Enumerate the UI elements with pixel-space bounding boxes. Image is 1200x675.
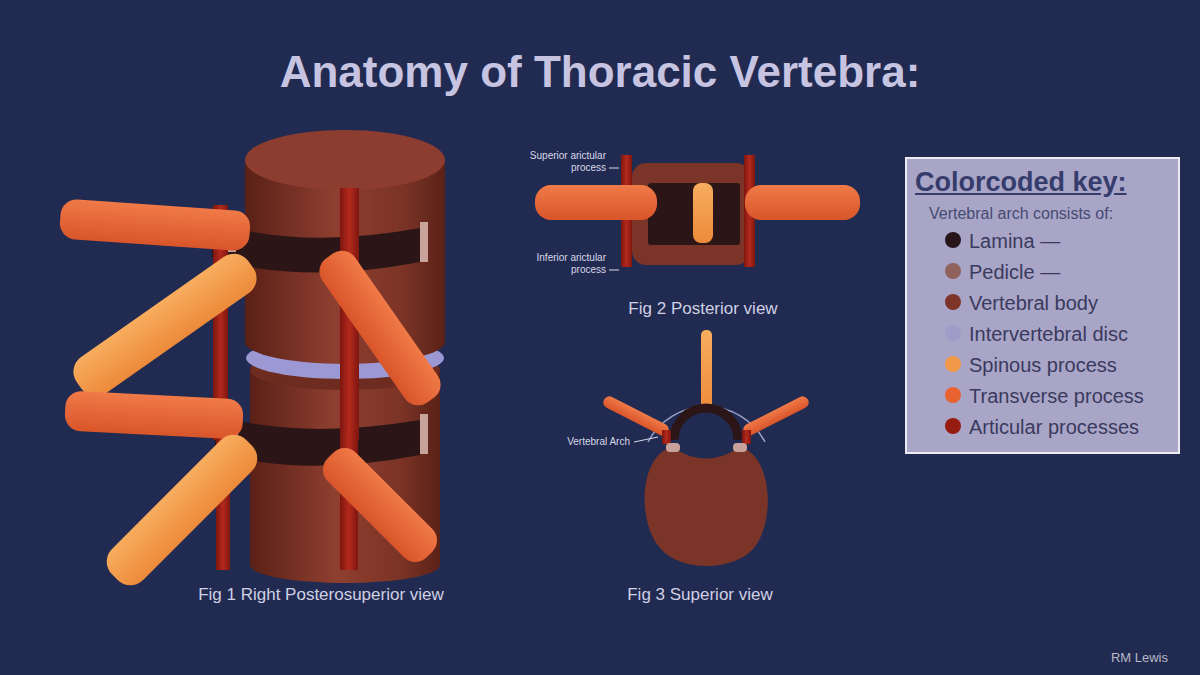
spinous-process (99, 427, 264, 592)
legend-text: Vertebral body (969, 292, 1098, 314)
legend-item: Transverse process (915, 380, 1170, 411)
articular-process (742, 430, 751, 444)
part-label: Vertebral Arch (540, 436, 630, 448)
legend-item: Pedicle — (915, 256, 1170, 287)
legend-swatch (945, 387, 961, 403)
leader-line (609, 270, 619, 271)
lamina (648, 183, 740, 245)
pedicle (733, 443, 747, 452)
legend-text: Transverse process (969, 385, 1144, 407)
vertebral-body-top (245, 130, 445, 190)
spinous-process (693, 183, 713, 243)
legend-text: Articular processes (969, 416, 1139, 438)
figure-caption: Fig 3 Superior view (590, 584, 810, 606)
legend-heading: Colorcoded key: (915, 165, 1170, 199)
fig3-superior (601, 330, 811, 566)
figure-caption: Fig 1 Right Posterosuperior view (161, 584, 481, 606)
transverse-process (601, 394, 671, 437)
legend-swatch (945, 418, 961, 434)
legend-swatch (945, 356, 961, 372)
author-credit: RM Lewis (1048, 650, 1168, 666)
figure-caption: Fig 2 Posterior view (593, 298, 813, 320)
transverse-process (59, 198, 251, 251)
pedicle (420, 414, 428, 454)
legend-text: Intervertebral disc (969, 323, 1128, 345)
legend-swatch (945, 325, 961, 341)
legend-text: Spinous process (969, 354, 1117, 376)
legend-text: Lamina — (969, 230, 1060, 252)
legend-swatch (945, 263, 961, 279)
lamina (674, 408, 738, 440)
part-label: Inferior arictular process (518, 252, 606, 276)
leader-line (609, 168, 619, 169)
legend-subheading: Vertebral arch consists of: (915, 203, 1170, 225)
legend-swatch (945, 294, 961, 310)
transverse-process (316, 441, 443, 568)
pedicle (420, 222, 428, 262)
vertebral-body (645, 447, 768, 566)
spinous-process (66, 247, 263, 403)
leader-line (634, 437, 658, 442)
legend-item: Vertebral body (915, 287, 1170, 318)
legend-item: Articular processes (915, 411, 1170, 442)
legend-panel: Colorcoded key: Vertebral arch consists o… (905, 157, 1180, 454)
transverse-process (741, 394, 811, 437)
transverse-process (313, 244, 447, 411)
legend-item: Lamina — (915, 225, 1170, 256)
part-label: Superior arictular process (518, 150, 606, 174)
transverse-process (535, 185, 657, 220)
spinous-process (701, 330, 712, 412)
title-text: Anatomy of Thoracic Vertebra: (0, 44, 1200, 100)
fig1-vertebrae (59, 130, 447, 593)
legend-text: Pedicle — (969, 261, 1060, 283)
transverse-process (745, 185, 860, 220)
articular-process (662, 430, 671, 444)
legend-item: Spinous process (915, 349, 1170, 380)
pedicle (666, 443, 680, 452)
transverse-process (64, 390, 244, 439)
legend-item: Intervertebral disc (915, 318, 1170, 349)
legend-swatch (945, 232, 961, 248)
